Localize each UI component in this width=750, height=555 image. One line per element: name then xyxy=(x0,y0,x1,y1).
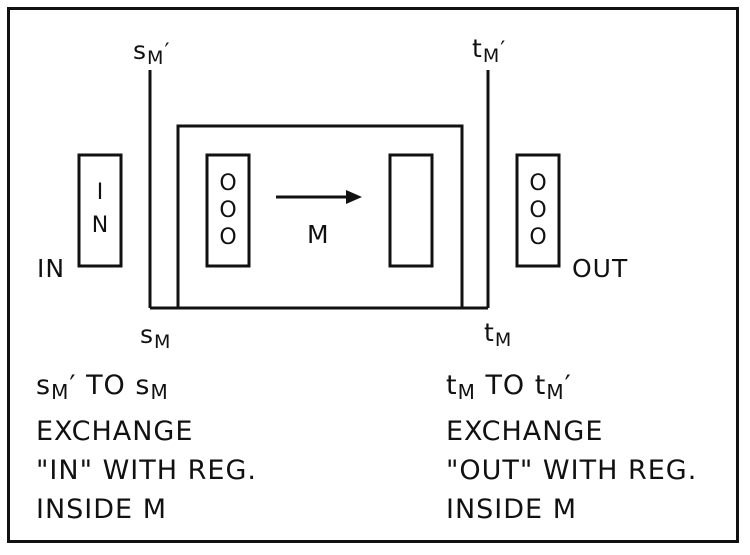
label-out: OUT xyxy=(572,254,629,283)
out-dot-2: O xyxy=(529,198,546,223)
note-right: tM TO tM′ EXCHANGE "OUT" WITH REG. INSID… xyxy=(446,366,697,529)
machine-box xyxy=(176,124,464,308)
out-dot-3: O xyxy=(529,225,546,250)
note-left-line4: INSIDE M xyxy=(36,494,167,525)
label-machine-m: M xyxy=(307,220,330,249)
label-in: IN xyxy=(37,254,66,283)
in-register-letter-i: I xyxy=(97,180,104,205)
label-tm: tM xyxy=(484,318,513,351)
label-tm-prime: tM′ xyxy=(472,34,507,67)
out-register xyxy=(515,153,561,268)
note-left-line3: "IN" WITH REG. xyxy=(36,455,257,486)
inner-dot-2: O xyxy=(219,198,236,223)
note-left-line2: EXCHANGE xyxy=(36,416,194,447)
note-left: sM′ TO sM EXCHANGE "IN" WITH REG. INSIDE… xyxy=(36,366,257,529)
note-right-line2: EXCHANGE xyxy=(446,416,604,447)
figure-frame xyxy=(7,7,739,543)
note-right-line4: INSIDE M xyxy=(446,494,577,525)
out-dot-1: O xyxy=(529,171,546,196)
inner-dot-1: O xyxy=(219,171,236,196)
note-right-line1: tM TO tM′ xyxy=(446,370,572,404)
label-sm: sM xyxy=(140,320,172,353)
arrow-head xyxy=(346,190,362,204)
inner-register-left xyxy=(205,153,251,268)
note-right-line3: "OUT" WITH REG. xyxy=(446,455,698,486)
label-sm-prime: sM′ xyxy=(133,36,171,69)
inner-register-right xyxy=(388,153,434,268)
in-register-letter-n: N xyxy=(92,213,108,238)
inner-dot-3: O xyxy=(219,225,236,250)
note-left-line1: sM′ TO sM xyxy=(36,370,169,404)
in-register xyxy=(77,153,123,268)
